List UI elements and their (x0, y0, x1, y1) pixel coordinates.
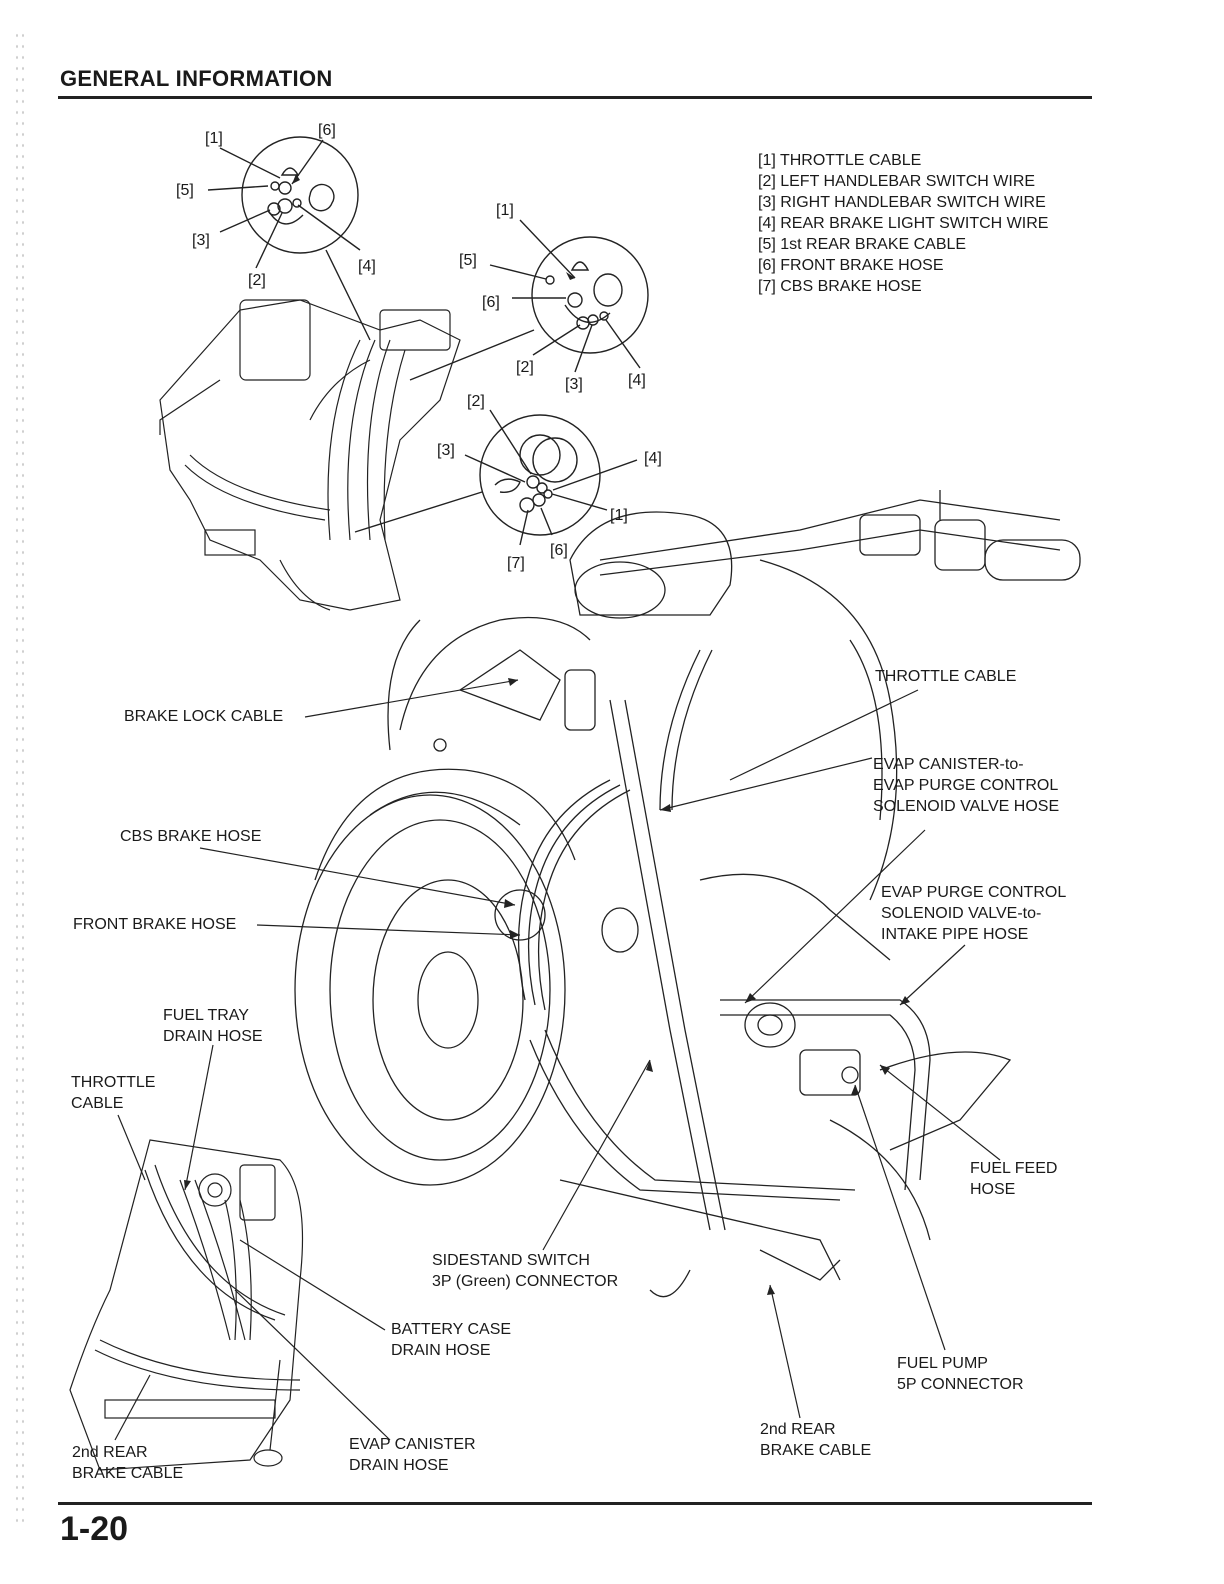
legend-item-front-brake-hose: [6] FRONT BRAKE HOSE (758, 257, 944, 274)
callout-1: [1] (610, 507, 628, 524)
label-line: DRAIN HOSE (349, 1457, 449, 1474)
label-line: FUEL PUMP (897, 1355, 988, 1372)
callout-1: [1] (496, 202, 514, 219)
label-throttle-cable-right: THROTTLE CABLE (875, 668, 1017, 685)
label-evap-canister-drain-hose: EVAP CANISTER DRAIN HOSE (349, 1434, 476, 1476)
steering-head-inset (159, 299, 461, 611)
cross-section-1 (241, 136, 359, 254)
callout-6: [6] (482, 294, 500, 311)
footer-rule (58, 1502, 1092, 1505)
label-front-brake-hose: FRONT BRAKE HOSE (73, 916, 237, 933)
label-cbs-brake-hose: CBS BRAKE HOSE (120, 828, 262, 845)
label-evap-canister-hose: EVAP CANISTER-to- EVAP PURGE CONTROL SOL… (873, 754, 1059, 817)
legend-item-right-handlebar-switch-wire: [3] RIGHT HANDLEBAR SWITCH WIRE (758, 194, 1046, 211)
callout-2: [2] (248, 272, 266, 289)
callout-2: [2] (467, 393, 485, 410)
label-line: DRAIN HOSE (391, 1342, 491, 1359)
label-line: EVAP PURGE CONTROL (873, 777, 1059, 794)
label-line: SIDESTAND SWITCH (432, 1252, 590, 1269)
page-title: GENERAL INFORMATION (60, 66, 333, 91)
legend-item-rear-brake-light-switch-wire: [4] REAR BRAKE LIGHT SWITCH WIRE (758, 215, 1049, 232)
label-2nd-rear-brake-cable-left: 2nd REAR BRAKE CABLE (72, 1442, 183, 1484)
page-edge-speckle (14, 30, 28, 1530)
label-fuel-feed-hose: FUEL FEED HOSE (970, 1158, 1057, 1200)
cross-section-2 (531, 236, 649, 354)
label-line: EVAP CANISTER (349, 1436, 476, 1453)
label-line: EVAP PURGE CONTROL (881, 884, 1067, 901)
callout-6: [6] (318, 122, 336, 139)
callout-5: [5] (459, 252, 477, 269)
callout-4: [4] (628, 372, 646, 389)
callout-3: [3] (192, 232, 210, 249)
callout-1: [1] (205, 130, 223, 147)
label-brake-lock-cable: BRAKE LOCK CABLE (124, 708, 284, 725)
legend-item-cbs-brake-hose: [7] CBS BRAKE HOSE (758, 278, 922, 295)
label-line: THROTTLE (71, 1074, 156, 1091)
callout-3: [3] (565, 376, 583, 393)
label-evap-purge-hose: EVAP PURGE CONTROL SOLENOID VALVE-to- IN… (881, 882, 1066, 945)
label-throttle-cable-left: THROTTLE CABLE (71, 1072, 155, 1114)
label-line: HOSE (970, 1181, 1016, 1198)
label-line: SOLENOID VALVE-to- (881, 905, 1042, 922)
label-line: FUEL TRAY (163, 1007, 249, 1024)
label-fuel-tray-drain-hose: FUEL TRAY DRAIN HOSE (163, 1005, 263, 1047)
callout-6: [6] (550, 542, 568, 559)
scooter-main-body (294, 490, 1081, 1298)
cross-section-3 (479, 414, 601, 536)
label-line: 3P (Green) CONNECTOR (432, 1273, 619, 1290)
label-line: BRAKE CABLE (760, 1442, 872, 1459)
label-battery-case-drain-hose: BATTERY CASE DRAIN HOSE (391, 1319, 511, 1361)
callout-4: [4] (358, 258, 376, 275)
label-line: SOLENOID VALVE HOSE (873, 798, 1060, 815)
label-line: EVAP CANISTER-to- (873, 756, 1024, 773)
label-2nd-rear-brake-cable-right: 2nd REAR BRAKE CABLE (760, 1419, 871, 1461)
label-line: 5P CONNECTOR (897, 1376, 1024, 1393)
label-line: 2nd REAR (760, 1421, 836, 1438)
label-sidestand-switch-connector: SIDESTAND SWITCH 3P (Green) CONNECTOR (432, 1250, 618, 1292)
callout-2: [2] (516, 359, 534, 376)
callout-5: [5] (176, 182, 194, 199)
label-line: BRAKE CABLE (72, 1465, 184, 1482)
label-line: CABLE (71, 1095, 124, 1112)
callout-legend: [1] THROTTLE CABLE [2] LEFT HANDLEBAR SW… (758, 150, 1048, 297)
header-rule (58, 96, 1092, 99)
label-line: INTAKE PIPE HOSE (881, 926, 1029, 943)
cross-section-leaders (207, 139, 641, 546)
legend-item-throttle-cable: [1] THROTTLE CABLE (758, 152, 922, 169)
leader-arrowheads (184, 174, 910, 1295)
label-line: 2nd REAR (72, 1444, 148, 1461)
callout-3: [3] (437, 442, 455, 459)
label-line: FUEL FEED (970, 1160, 1058, 1177)
lower-left-inset (69, 1139, 304, 1471)
label-line: DRAIN HOSE (163, 1028, 263, 1045)
legend-item-left-handlebar-switch-wire: [2] LEFT HANDLEBAR SWITCH WIRE (758, 173, 1036, 190)
callout-7: [7] (507, 555, 525, 572)
callout-4: [4] (644, 450, 662, 467)
label-line: BATTERY CASE (391, 1321, 512, 1338)
label-leader-lines (114, 679, 1001, 1441)
label-fuel-pump-connector: FUEL PUMP 5P CONNECTOR (897, 1353, 1024, 1395)
legend-item-1st-rear-brake-cable: [5] 1st REAR BRAKE CABLE (758, 236, 967, 253)
page-number: 1-20 (60, 1510, 129, 1548)
